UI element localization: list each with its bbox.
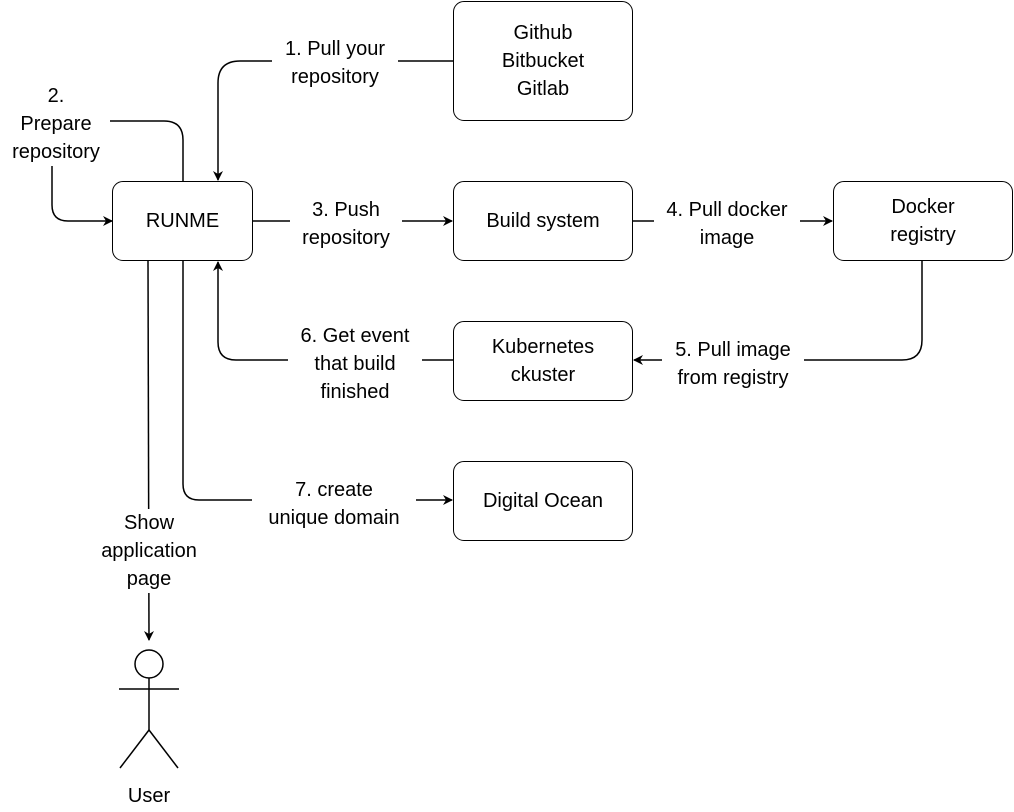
user-label: User — [127, 785, 171, 807]
edge-label-line: unique domain — [268, 507, 400, 529]
edge-label-prepare: 2. Prepare repository — [2, 82, 110, 166]
kubernetes-cluster-node: Kubernetes ckuster — [453, 321, 633, 401]
kubernetes-cluster-line-2: ckuster — [510, 364, 576, 386]
edge-label-line: 7. create — [295, 479, 373, 501]
edge-label-show-page: Show application page — [89, 509, 209, 593]
edge-label-line: image — [699, 227, 755, 249]
edge-label-line: Prepare — [20, 113, 92, 135]
edge-pull-repo — [213, 60, 453, 181]
runme-label: RUNME — [145, 210, 220, 232]
edge-label-line: repository — [291, 66, 379, 88]
edge-label-line: finished — [320, 381, 390, 403]
edge-label-line: Show — [123, 512, 175, 534]
build-system-node: Build system — [453, 181, 633, 261]
edge-label-create-domain: 7. create unique domain — [252, 476, 416, 532]
edge-prepare-in — [51, 165, 113, 226]
git-providers-node: Github Bitbucket Gitlab — [453, 1, 633, 121]
edge-label-line: application — [101, 540, 197, 562]
kubernetes-cluster-line-1: Kubernetes — [491, 336, 595, 358]
edge-label-line: from registry — [677, 367, 789, 389]
git-providers-line-2: Bitbucket — [501, 50, 585, 72]
edge-label-line: 1. Pull your — [284, 38, 386, 60]
edge-label-line: page — [126, 568, 172, 590]
edge-label-pull-docker: 4. Pull docker image — [654, 196, 800, 252]
digital-ocean-label: Digital Ocean — [482, 490, 604, 512]
docker-registry-node: Docker registry — [833, 181, 1013, 261]
edge-label-line: 2. — [47, 85, 65, 107]
docker-registry-line-2: registry — [890, 224, 956, 246]
edge-label-push: 3. Push repository — [290, 196, 402, 252]
digital-ocean-node: Digital Ocean — [453, 461, 633, 541]
edge-label-line: 5. Pull image — [675, 339, 791, 361]
edge-label-line: 3. Push — [312, 199, 380, 221]
edge-label-line: that build — [314, 353, 396, 375]
docker-registry-line-1: Docker — [891, 196, 955, 218]
edge-label-line: repository — [302, 227, 390, 249]
edge-pull-image — [633, 261, 923, 365]
edge-prepare — [110, 120, 184, 181]
edge-label-line: 4. Pull docker — [666, 199, 788, 221]
edge-label-pull-image: 5. Pull image from registry — [662, 336, 804, 392]
build-system-label: Build system — [486, 210, 600, 232]
edge-get-event — [213, 261, 453, 361]
edge-label-pull-repo: 1. Pull your repository — [272, 35, 398, 91]
git-providers-line-1: Github — [513, 22, 573, 44]
edge-label-line: 6. Get event — [300, 325, 410, 347]
user-actor-icon — [119, 649, 179, 769]
runme-node: RUNME — [112, 181, 253, 261]
edge-create-domain — [182, 261, 453, 505]
edge-label-get-event: 6. Get event that build finished — [288, 322, 422, 406]
git-providers-line-3: Gitlab — [516, 78, 570, 100]
edge-label-line: repository — [12, 141, 100, 163]
